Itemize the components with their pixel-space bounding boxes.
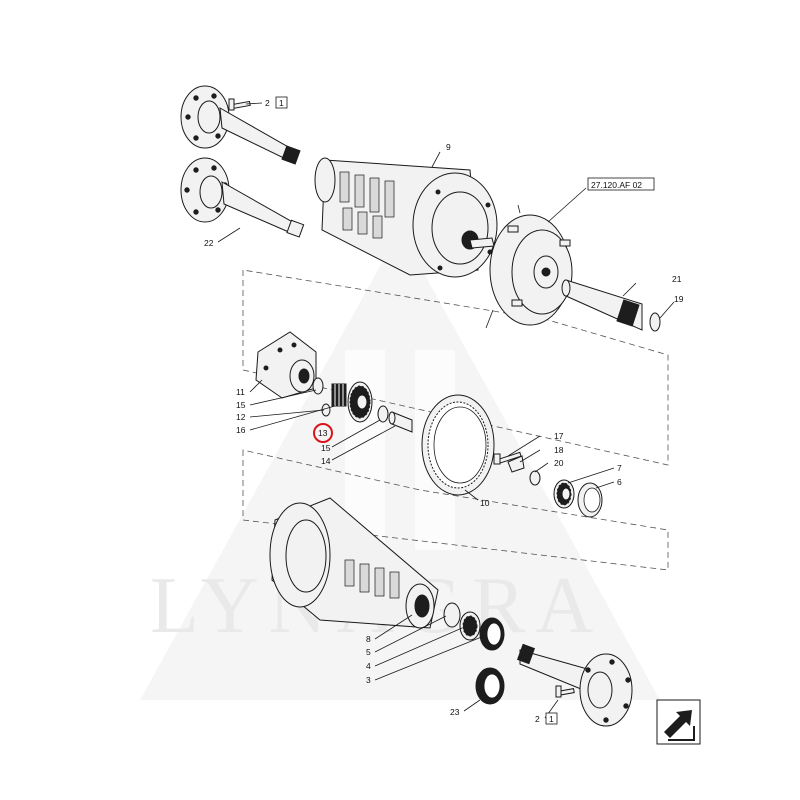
axle-shaft-upper — [180, 85, 301, 165]
ref-17: 17 — [554, 431, 564, 441]
leader-lines — [217, 102, 675, 719]
ref-11: 11 — [236, 387, 245, 397]
ref-16: 16 — [236, 425, 246, 435]
ref-22: 22 — [204, 238, 214, 248]
splined-shaft-21 — [561, 279, 643, 331]
ref-4: 4 — [366, 661, 371, 671]
ref-14: 14 — [321, 456, 331, 466]
upper-assembly-frame — [242, 269, 669, 466]
bearing-7 — [553, 479, 575, 509]
ref-9: 9 — [446, 142, 451, 152]
ref-1-lower: 1 — [549, 714, 554, 724]
reference-labels: 2 1 9 22 27.120.AF 02 21 19 11 15 12 16 … — [204, 96, 684, 725]
thrust-washer — [377, 405, 389, 423]
lock-plate-18 — [507, 455, 525, 473]
axle-housing-lower — [269, 497, 439, 629]
ref-3: 3 — [366, 675, 371, 685]
highlight-ring-13 — [313, 423, 333, 443]
ref-7: 7 — [617, 463, 622, 473]
ref-19: 19 — [674, 294, 684, 304]
ref-2-upper: 2 — [265, 98, 270, 108]
axle-housing-9 — [314, 157, 498, 278]
bolt-lower — [555, 685, 575, 698]
ref-5: 5 — [366, 647, 371, 657]
brake-assembly — [485, 204, 573, 329]
ref-18: 18 — [554, 445, 564, 455]
ref-1-upper: 1 — [279, 98, 284, 108]
ref-20: 20 — [554, 458, 564, 468]
bolt-upper — [228, 98, 251, 111]
ref-27-120-af-02: 27.120.AF 02 — [591, 180, 642, 190]
ref-13: 13 — [318, 428, 328, 438]
o-ring-5 — [443, 602, 461, 628]
seal-23 — [475, 667, 505, 705]
snap-ring-19 — [649, 312, 661, 332]
next-page-arrow-icon[interactable] — [656, 699, 701, 745]
ref-23: 23 — [450, 707, 460, 717]
ref-10: 10 — [480, 498, 490, 508]
planet-pin-14 — [388, 411, 413, 433]
planet-gear — [347, 381, 373, 423]
ref-15-lower: 15 — [321, 443, 331, 453]
ref-21: 21 — [672, 274, 682, 284]
ref-12: 12 — [236, 412, 246, 422]
hub-11 — [255, 331, 317, 399]
ring-gear-10 — [421, 394, 495, 496]
ref-15-upper: 15 — [236, 400, 246, 410]
axle-shaft-22 — [180, 157, 305, 238]
bearing-4 — [459, 611, 481, 641]
axle-shaft-lower — [516, 643, 633, 727]
washer-20 — [529, 470, 541, 486]
needle-bearing-16 — [331, 383, 347, 407]
bearing-cup-3 — [479, 617, 505, 651]
ref-2-lower: 2 — [535, 714, 540, 724]
washer-15-upper — [312, 377, 324, 395]
seal-6 — [577, 482, 603, 518]
ref-6: 6 — [617, 477, 622, 487]
ref-8: 8 — [366, 634, 371, 644]
